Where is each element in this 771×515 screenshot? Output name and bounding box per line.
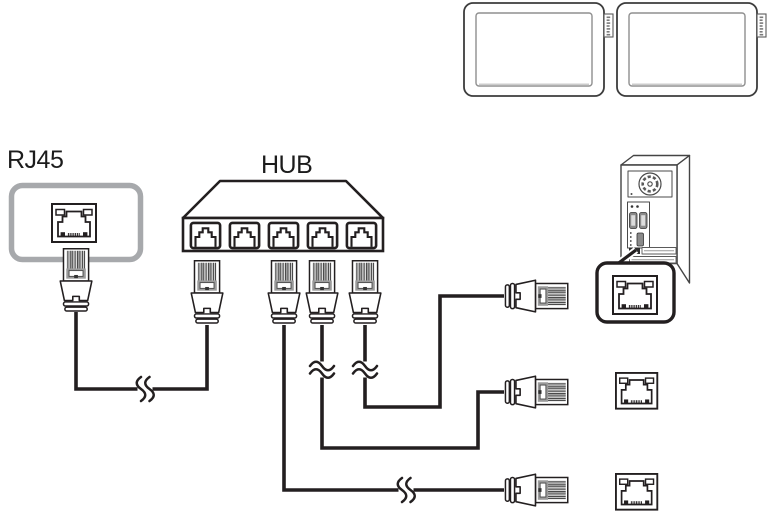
rj45-plug-hub-1	[190, 259, 224, 324]
hub-port-5-icon	[345, 221, 378, 250]
cable-break-symbols	[135, 360, 416, 504]
hub-port-1-icon	[189, 221, 222, 250]
pc-lan-callout	[595, 247, 676, 324]
break-icon	[351, 360, 379, 372]
cable-hub4-2	[320, 377, 504, 450]
hub-port-2-icon	[228, 221, 261, 250]
rj45-plug-right-bottom	[504, 473, 569, 507]
rj45-plug-hub-5	[348, 259, 382, 324]
rj45-plug-right-top	[504, 279, 569, 313]
rj45-label: RJ45	[7, 146, 64, 174]
display-rj45-jack-1	[615, 372, 659, 410]
cable-rj45-to-hub	[74, 312, 138, 391]
pc-fan-panel	[627, 170, 673, 198]
display-1	[463, 2, 614, 97]
break-icon	[405, 476, 416, 504]
hub-label: HUB	[261, 151, 313, 179]
cable-hub5-2	[363, 294, 504, 409]
rj45-plug-right-middle	[504, 375, 569, 409]
break-icon	[135, 375, 147, 403]
rj45-jack-icon	[51, 203, 97, 243]
lan-cables	[74, 294, 504, 492]
hub-top	[181, 179, 385, 220]
pc-fan-icon	[638, 172, 662, 196]
break-icon	[308, 368, 336, 379]
hub	[181, 179, 385, 253]
display-2	[616, 2, 767, 97]
hub-port-4-icon	[306, 221, 339, 250]
break-icon	[144, 375, 155, 403]
rj45-plug-panel	[59, 247, 93, 312]
pc-tower	[620, 154, 691, 284]
rj45-plug-hub-3	[267, 259, 301, 324]
break-icon	[396, 476, 408, 504]
break-icon	[351, 368, 379, 379]
break-icon	[308, 360, 336, 372]
hub-port-3-icon	[267, 221, 300, 250]
cable-hub3	[282, 325, 399, 492]
cable-rj45-to-hub-2	[152, 325, 209, 391]
rj45-plug-hub-4	[305, 259, 339, 324]
pc-rj45-jack-icon	[612, 275, 658, 315]
display-rj45-jack-2	[615, 473, 659, 511]
